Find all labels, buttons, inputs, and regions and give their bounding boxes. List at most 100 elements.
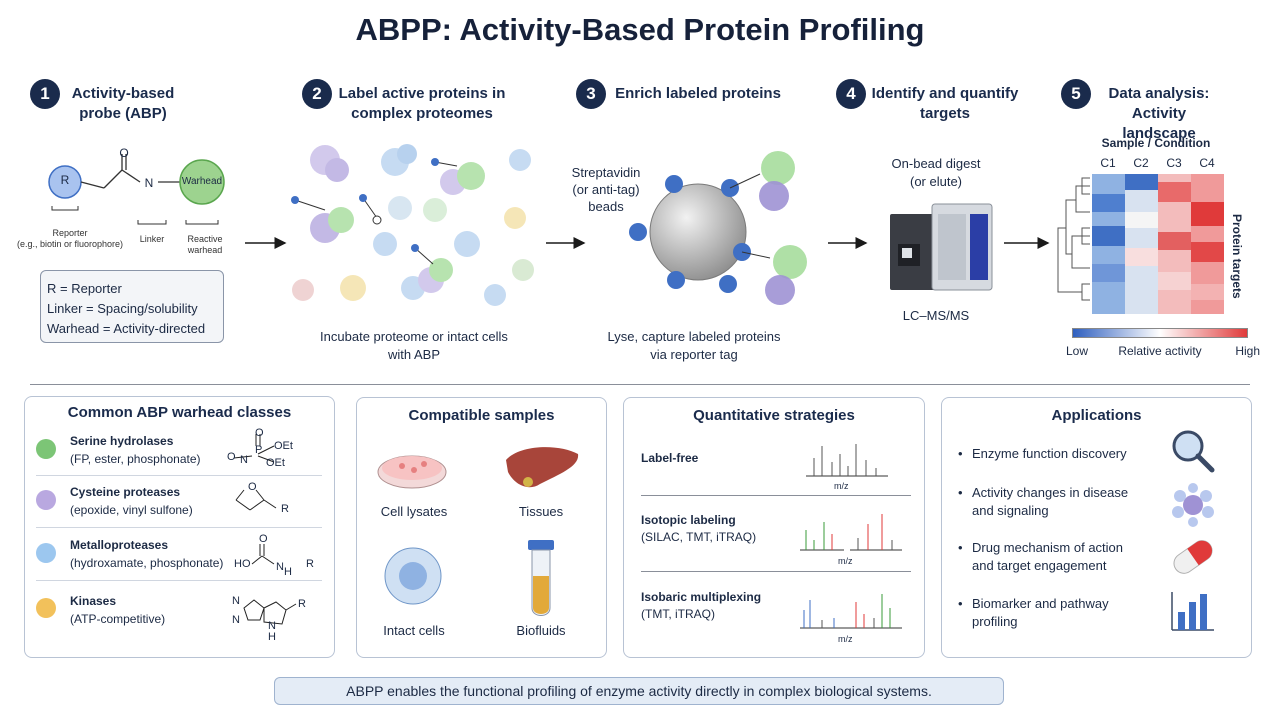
sample-label: Biofluids bbox=[516, 623, 566, 638]
samples-panel-title: Compatible samples bbox=[408, 407, 555, 424]
struct-text: H bbox=[268, 631, 276, 643]
warhead-caption-2: warhead bbox=[187, 245, 223, 255]
step-3-caption-1: Lyse, capture labeled proteins bbox=[607, 329, 781, 344]
linker-caption: Linker bbox=[139, 234, 165, 244]
struct-text: R bbox=[306, 558, 314, 570]
scale-mid-label: Relative activity bbox=[1118, 344, 1202, 358]
beads-label-3: beads bbox=[588, 199, 624, 214]
step-2-caption-2: with ABP bbox=[387, 347, 441, 362]
step-1-title: Activity-based probe (ABP) bbox=[71, 85, 175, 122]
amide-nitrogen: N bbox=[144, 176, 154, 190]
footer-summary: ABPP enables the functional profiling of… bbox=[274, 677, 1004, 705]
samples-panel bbox=[356, 397, 607, 658]
warhead-class-desc: (hydroxamate, phosphonate) bbox=[70, 556, 224, 570]
kinase-dot-icon bbox=[36, 598, 56, 618]
warhead-panel-title: Common ABP warhead classes bbox=[67, 404, 292, 421]
application-item: Enzyme function discovery bbox=[972, 446, 1127, 461]
struct-text: O bbox=[259, 533, 268, 545]
step-5-number: 5 bbox=[1061, 79, 1091, 109]
step-3-title: Enrich labeled proteins bbox=[615, 85, 781, 102]
row-divider bbox=[36, 475, 322, 476]
bullet: • bbox=[958, 596, 963, 611]
struct-text: N bbox=[232, 614, 240, 626]
warhead-structures bbox=[233, 434, 297, 625]
biofluid-tube-icon bbox=[528, 540, 554, 616]
struct-text: OEt bbox=[266, 457, 285, 469]
struct-text: OEt bbox=[274, 440, 293, 452]
struct-text: H bbox=[284, 566, 292, 578]
application-item-line-2: profiling bbox=[972, 614, 1018, 629]
digest-label-2: (or elute) bbox=[909, 174, 963, 189]
warhead-label: Warhead bbox=[181, 176, 223, 187]
lc-ms-label: LC–MS/MS bbox=[902, 308, 970, 323]
heatmap-col-c3: C3 bbox=[1166, 156, 1182, 170]
step-3-caption-2: via reporter tag bbox=[650, 347, 738, 362]
beads-label-2: (or anti-tag) bbox=[572, 182, 640, 197]
beads-label-1: Streptavidin bbox=[571, 165, 641, 180]
bullet: • bbox=[958, 540, 963, 555]
step-1-number: 1 bbox=[30, 79, 60, 109]
warhead-class-name: Cysteine proteases bbox=[70, 485, 181, 499]
warhead-class-name: Serine hydrolases bbox=[70, 434, 174, 448]
sample-label: Intact cells bbox=[383, 623, 445, 638]
struct-text: N bbox=[232, 595, 240, 607]
serine-dot-icon bbox=[36, 439, 56, 459]
heatmap-title: Sample / Condition bbox=[1101, 136, 1211, 150]
cell-cluster-icon bbox=[1172, 483, 1214, 527]
spectrum-isobaric bbox=[800, 594, 902, 629]
capsule-icon bbox=[1173, 540, 1213, 574]
application-item-line-1: Drug mechanism of action bbox=[972, 540, 1124, 555]
digest-label-1: On-bead digest bbox=[891, 156, 981, 171]
scale-high-label: High bbox=[1235, 344, 1260, 358]
reporter-subcaption: (e.g., biotin or fluorophore) bbox=[16, 239, 124, 249]
step-4-title: Identify and quantify targets bbox=[871, 85, 1019, 122]
bar-chart-icon bbox=[1171, 592, 1214, 631]
heatmap bbox=[1057, 174, 1224, 314]
page-title: ABPP: Activity-Based Protein Profiling bbox=[355, 12, 925, 47]
quant-strategy-name: Isobaric multiplexing bbox=[641, 590, 762, 604]
struct-text: O bbox=[227, 451, 236, 463]
quant-strategy-name: Label-free bbox=[641, 451, 699, 465]
row-divider bbox=[36, 527, 322, 528]
mz-axis-label: m/z bbox=[834, 481, 849, 491]
mz-axis-label: m/z bbox=[838, 556, 853, 566]
struct-text: HO bbox=[234, 558, 251, 570]
reporter-caption: Reporter bbox=[52, 228, 88, 238]
application-item-line-1: Activity changes in disease bbox=[972, 485, 1129, 500]
petri-dish-icon bbox=[377, 455, 447, 489]
bullet: • bbox=[958, 446, 963, 461]
struct-text: N bbox=[240, 454, 248, 466]
step-2-title: Label active proteins in complex proteom… bbox=[338, 85, 506, 122]
flow-arrows bbox=[245, 237, 1050, 249]
legend-line-linker: Linker = Spacing/solubility bbox=[47, 301, 198, 316]
magnifier-icon bbox=[1172, 430, 1215, 473]
applications-panel-title: Applications bbox=[1051, 407, 1142, 424]
struct-text: N bbox=[276, 561, 284, 573]
row-divider bbox=[641, 571, 911, 572]
struct-text: O bbox=[255, 427, 264, 439]
quant-strategy-desc: (SILAC, TMT, iTRAQ) bbox=[641, 530, 757, 544]
intact-cell-icon bbox=[384, 547, 442, 605]
struct-text: O bbox=[248, 481, 257, 493]
mz-axis-label: m/z bbox=[838, 634, 853, 644]
liver-tissue-icon bbox=[506, 447, 579, 488]
proteome-illustration bbox=[291, 144, 534, 306]
warhead-class-desc: (FP, ester, phosphonate) bbox=[70, 452, 201, 466]
heatmap-col-c4: C4 bbox=[1199, 156, 1215, 170]
color-scale-bar bbox=[1072, 328, 1248, 338]
carbonyl-oxygen: O bbox=[119, 146, 129, 160]
spectrum-isotopic bbox=[800, 514, 902, 551]
spectrum-label-free bbox=[806, 444, 888, 477]
struct-text: R bbox=[298, 598, 306, 610]
sample-label: Cell lysates bbox=[380, 504, 448, 519]
reporter-letter: R bbox=[60, 173, 70, 187]
step-5-title: Data analysis: Activity landscape bbox=[1108, 85, 1210, 142]
heatmap-col-c2: C2 bbox=[1133, 156, 1149, 170]
warhead-class-desc: (ATP-competitive) bbox=[70, 612, 166, 626]
row-divider bbox=[36, 580, 322, 581]
warhead-class-desc: (epoxide, vinyl sulfone) bbox=[70, 503, 193, 517]
section-divider bbox=[30, 384, 1250, 385]
struct-text: P bbox=[255, 444, 263, 456]
step-2-caption-1: Incubate proteome or intact cells bbox=[320, 329, 508, 344]
step-2-number: 2 bbox=[302, 79, 332, 109]
